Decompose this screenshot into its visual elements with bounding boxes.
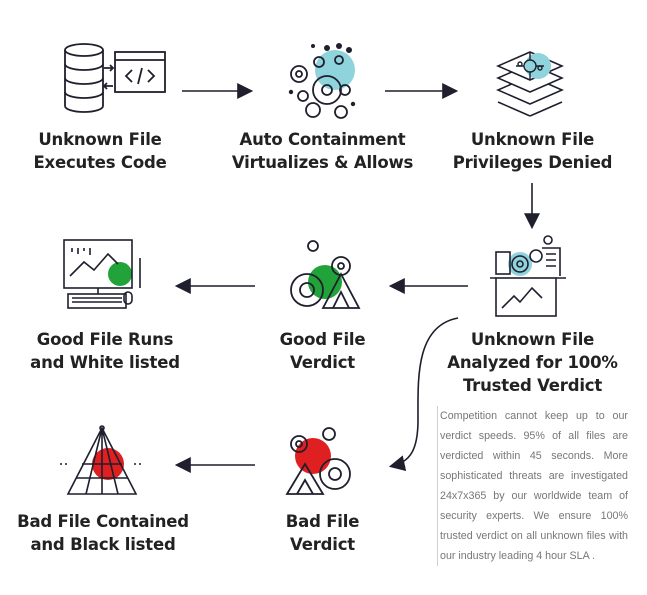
label-line: Verdict [290,535,355,554]
analysis-machine-icon [490,235,566,317]
label-line: Unknown File [470,130,595,149]
pyramid-red-icon [60,425,144,495]
label-line: Auto Containment [239,130,406,149]
database-code-icon [64,43,166,113]
label-line: Analyzed for 100% [447,353,618,372]
good-runs-label: Good File Runs and White listed [20,328,190,374]
layers-chip-icon [496,51,564,117]
label-line: Verdict [290,353,355,372]
privileges-denied-label: Unknown File Privileges Denied [450,128,615,174]
gears-green-icon [290,240,361,309]
monitor-chart-icon [63,239,141,309]
bad-contained-label: Bad File Contained and Black listed [8,510,198,556]
label-line: Privileges Denied [452,153,613,172]
label-line: and White listed [30,353,180,372]
analyzed-label: Unknown File Analyzed for 100% Trusted V… [440,328,625,397]
label-line: Bad File [285,512,360,531]
arrow-6 [388,317,459,472]
label-line: Virtualizes & Allows [231,153,414,172]
label-line: and Black listed [30,535,176,554]
label-line: Bad File Contained [17,512,189,531]
gears-red-icon [285,427,351,495]
label-line: Good File Runs [36,330,174,349]
label-line: Executes Code [33,153,167,172]
good-verdict-label: Good File Verdict [250,328,395,374]
label-line: Unknown File [470,330,595,349]
verdict-description: Competition cannot keep up to our verdic… [437,406,628,566]
label-line: Unknown File [38,130,162,149]
auto-containment-label: Auto Containment Virtualizes & Allows [230,128,415,174]
label-line: Trusted Verdict [462,376,603,395]
label-line: Good File [279,330,366,349]
unknown-file-executes-label: Unknown File Executes Code [20,128,180,174]
gears-cluster-icon [288,43,356,119]
bad-verdict-label: Bad File Verdict [250,510,395,556]
